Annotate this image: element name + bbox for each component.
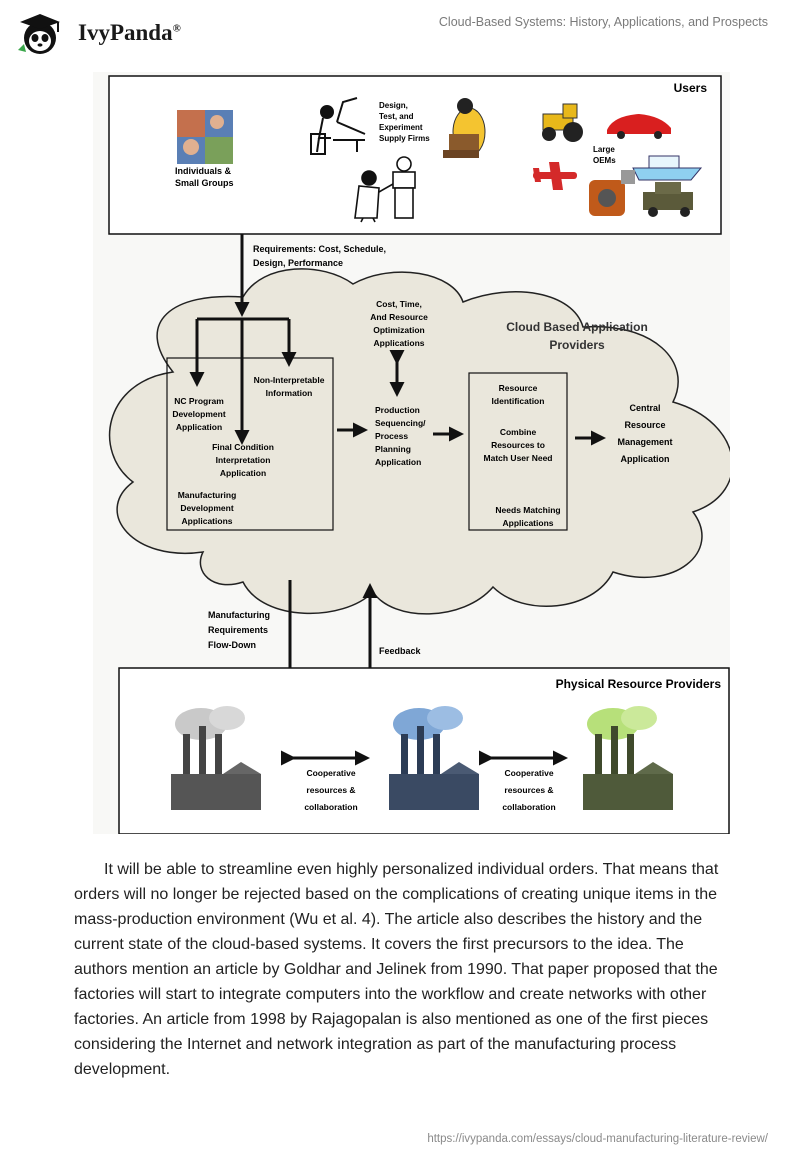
- oems-line1: Large: [593, 145, 615, 154]
- resource-id-line1: Resource: [499, 383, 538, 393]
- resource-box: [468, 372, 568, 531]
- ivypanda-logo[interactable]: IvyPanda®: [14, 10, 214, 56]
- central-line1: Central: [629, 403, 660, 413]
- physical-title: Physical Resource Providers: [556, 677, 722, 691]
- flowdown-line3: Flow-Down: [208, 640, 256, 650]
- production-line1: Production: [375, 405, 420, 415]
- body-paragraph: It will be able to streamline even highl…: [74, 861, 719, 1078]
- cloud-title-line2: Providers: [549, 338, 605, 352]
- left-applications-box: [166, 357, 334, 531]
- people-photo-icon: [177, 110, 233, 164]
- individuals-line2: Small Groups: [175, 178, 234, 188]
- non-interpretable-line2: Information: [266, 388, 313, 398]
- cloud-title-line1: Cloud Based Application: [506, 320, 648, 334]
- airplane-icon: [533, 162, 577, 190]
- coop-left-line1: Cooperative: [306, 768, 355, 778]
- design-line4: Supply Firms: [379, 134, 430, 143]
- tractor-icon: [542, 103, 583, 142]
- branch-arrows: [189, 317, 297, 445]
- requirements-line1: Requirements: Cost, Schedule,: [253, 244, 386, 254]
- nc-program-line3: Application: [176, 422, 222, 432]
- nc-program-line1: NC Program: [174, 396, 224, 406]
- needs-matching-line1: Needs Matching: [495, 505, 560, 515]
- manufacturing-dev-line2: Development: [180, 503, 234, 513]
- combine-line2: Resources to: [491, 440, 545, 450]
- production-line2: Sequencing/: [375, 418, 426, 428]
- non-interpretable-line1: Non-Interpretable: [254, 375, 325, 385]
- production-line3: Process: [375, 431, 408, 441]
- coop-right-line2: resources &: [504, 785, 553, 795]
- individuals-line1: Individuals &: [175, 166, 232, 176]
- military-vehicle-icon: [643, 182, 693, 217]
- central-line3: Management: [617, 437, 672, 447]
- manufacturing-dev-line1: Manufacturing: [178, 490, 237, 500]
- optimization-line2: And Resource: [370, 312, 428, 322]
- flowdown-line1: Manufacturing: [208, 610, 270, 620]
- final-condition-line3: Application: [220, 468, 266, 478]
- page-header: IvyPanda® Cloud-Based Systems: History, …: [0, 0, 800, 60]
- nc-program-line2: Development: [172, 409, 226, 419]
- coop-left-line3: collaboration: [304, 802, 357, 812]
- users-title: Users: [674, 81, 708, 95]
- requirements-line2: Design, Performance: [253, 258, 343, 268]
- sports-car-icon: [607, 114, 671, 139]
- welder-icon: [443, 98, 486, 158]
- coop-left-line2: resources &: [306, 785, 355, 795]
- production-line5: Application: [375, 457, 421, 467]
- feedback-label: Feedback: [379, 646, 422, 656]
- cloud-manufacturing-figure: Users Individuals & Small Groups Design,…: [93, 72, 730, 834]
- boat-icon: [632, 155, 703, 181]
- optimization-line1: Cost, Time,: [376, 299, 422, 309]
- brand-name: IvyPanda®: [78, 20, 181, 45]
- engineer-desk-icon: [310, 97, 366, 155]
- design-line2: Test, and: [379, 112, 414, 121]
- scientist-icon: [354, 156, 416, 223]
- central-line4: Application: [621, 454, 670, 464]
- coop-right-line1: Cooperative: [504, 768, 553, 778]
- ivypanda-logo-icon: [18, 14, 60, 54]
- central-line2: Resource: [624, 420, 665, 430]
- engine-icon: [589, 170, 635, 216]
- needs-matching-line2: Applications: [502, 518, 553, 528]
- coop-right-line3: collaboration: [502, 802, 555, 812]
- footer-url[interactable]: https://ivypanda.com/essays/cloud-manufa…: [427, 1133, 768, 1145]
- document-title: Cloud-Based Systems: History, Applicatio…: [438, 15, 768, 29]
- final-condition-line1: Final Condition: [212, 442, 274, 452]
- design-line1: Design,: [379, 101, 408, 110]
- combine-line1: Combine: [500, 427, 537, 437]
- final-condition-line2: Interpretation: [216, 455, 271, 465]
- production-line4: Planning: [375, 444, 411, 454]
- cloud-shape: [108, 268, 730, 615]
- factory-icon: [389, 706, 479, 810]
- combine-line3: Match User Need: [484, 453, 553, 463]
- manufacturing-dev-line3: Applications: [181, 516, 232, 526]
- factory-icon: [583, 706, 673, 810]
- flowdown-line2: Requirements: [208, 625, 268, 635]
- factory-icon: [171, 706, 261, 810]
- design-line3: Experiment: [379, 123, 423, 132]
- optimization-line3: Optimization: [373, 325, 424, 335]
- optimization-line4: Applications: [373, 338, 424, 348]
- oems-line2: OEMs: [593, 156, 616, 165]
- resource-id-line2: Identification: [492, 396, 545, 406]
